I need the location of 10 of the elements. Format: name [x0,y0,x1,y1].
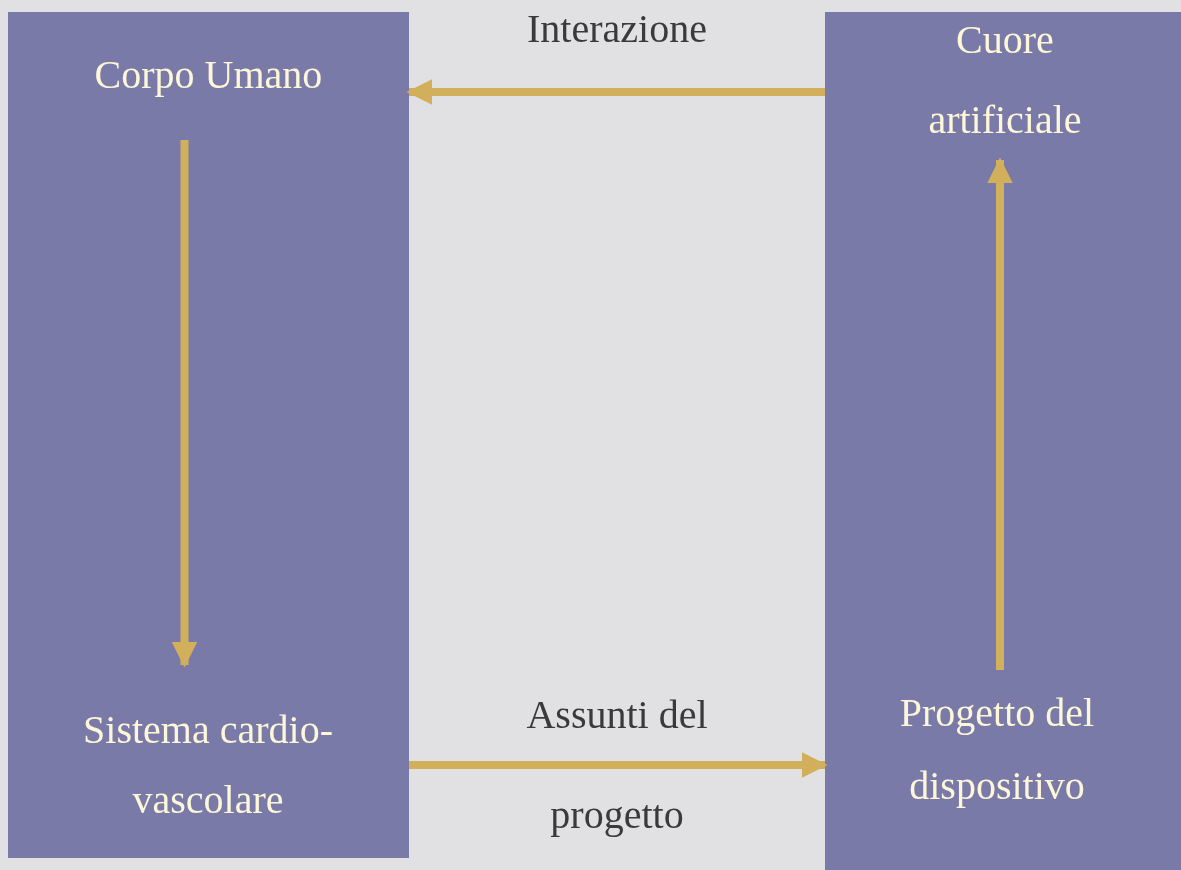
panel [825,12,1181,870]
node-label: Progetto del dispositivo [847,670,1147,822]
panel [8,12,409,858]
edge-label: Assunti del progetto [525,691,709,839]
node-label: Sistema cardio-vascolare [38,665,378,835]
node-label: Cuore artificiale [875,0,1135,160]
node-label: Corpo Umano [8,40,409,140]
arrow [409,752,828,778]
edge-label: Interazione [526,5,708,53]
arrow [406,79,825,105]
